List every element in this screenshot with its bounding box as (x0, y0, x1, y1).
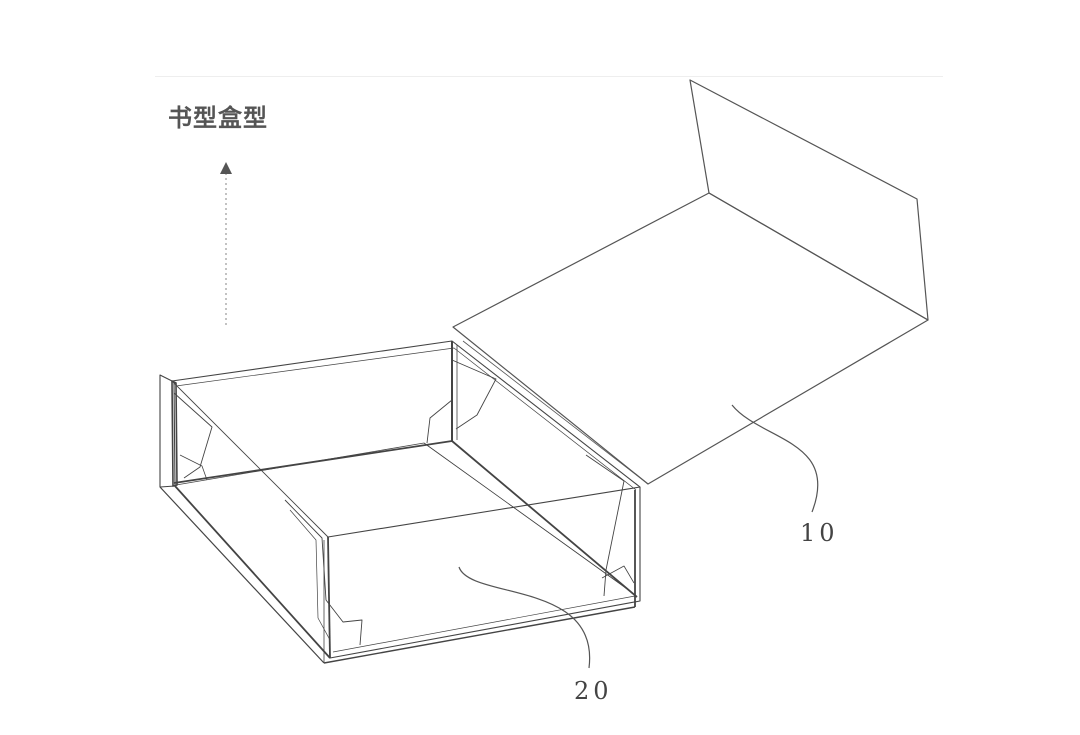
frame-top-line (155, 76, 943, 77)
lid-panel (452, 79, 929, 485)
up-arrow-icon (220, 162, 232, 325)
diagram-title: 书型盒型 (168, 104, 268, 132)
callout-label-lid: 10 (800, 519, 839, 547)
callout-leaders (458, 404, 819, 669)
callout-label-base: 20 (574, 677, 613, 705)
base-tray (159, 340, 641, 664)
